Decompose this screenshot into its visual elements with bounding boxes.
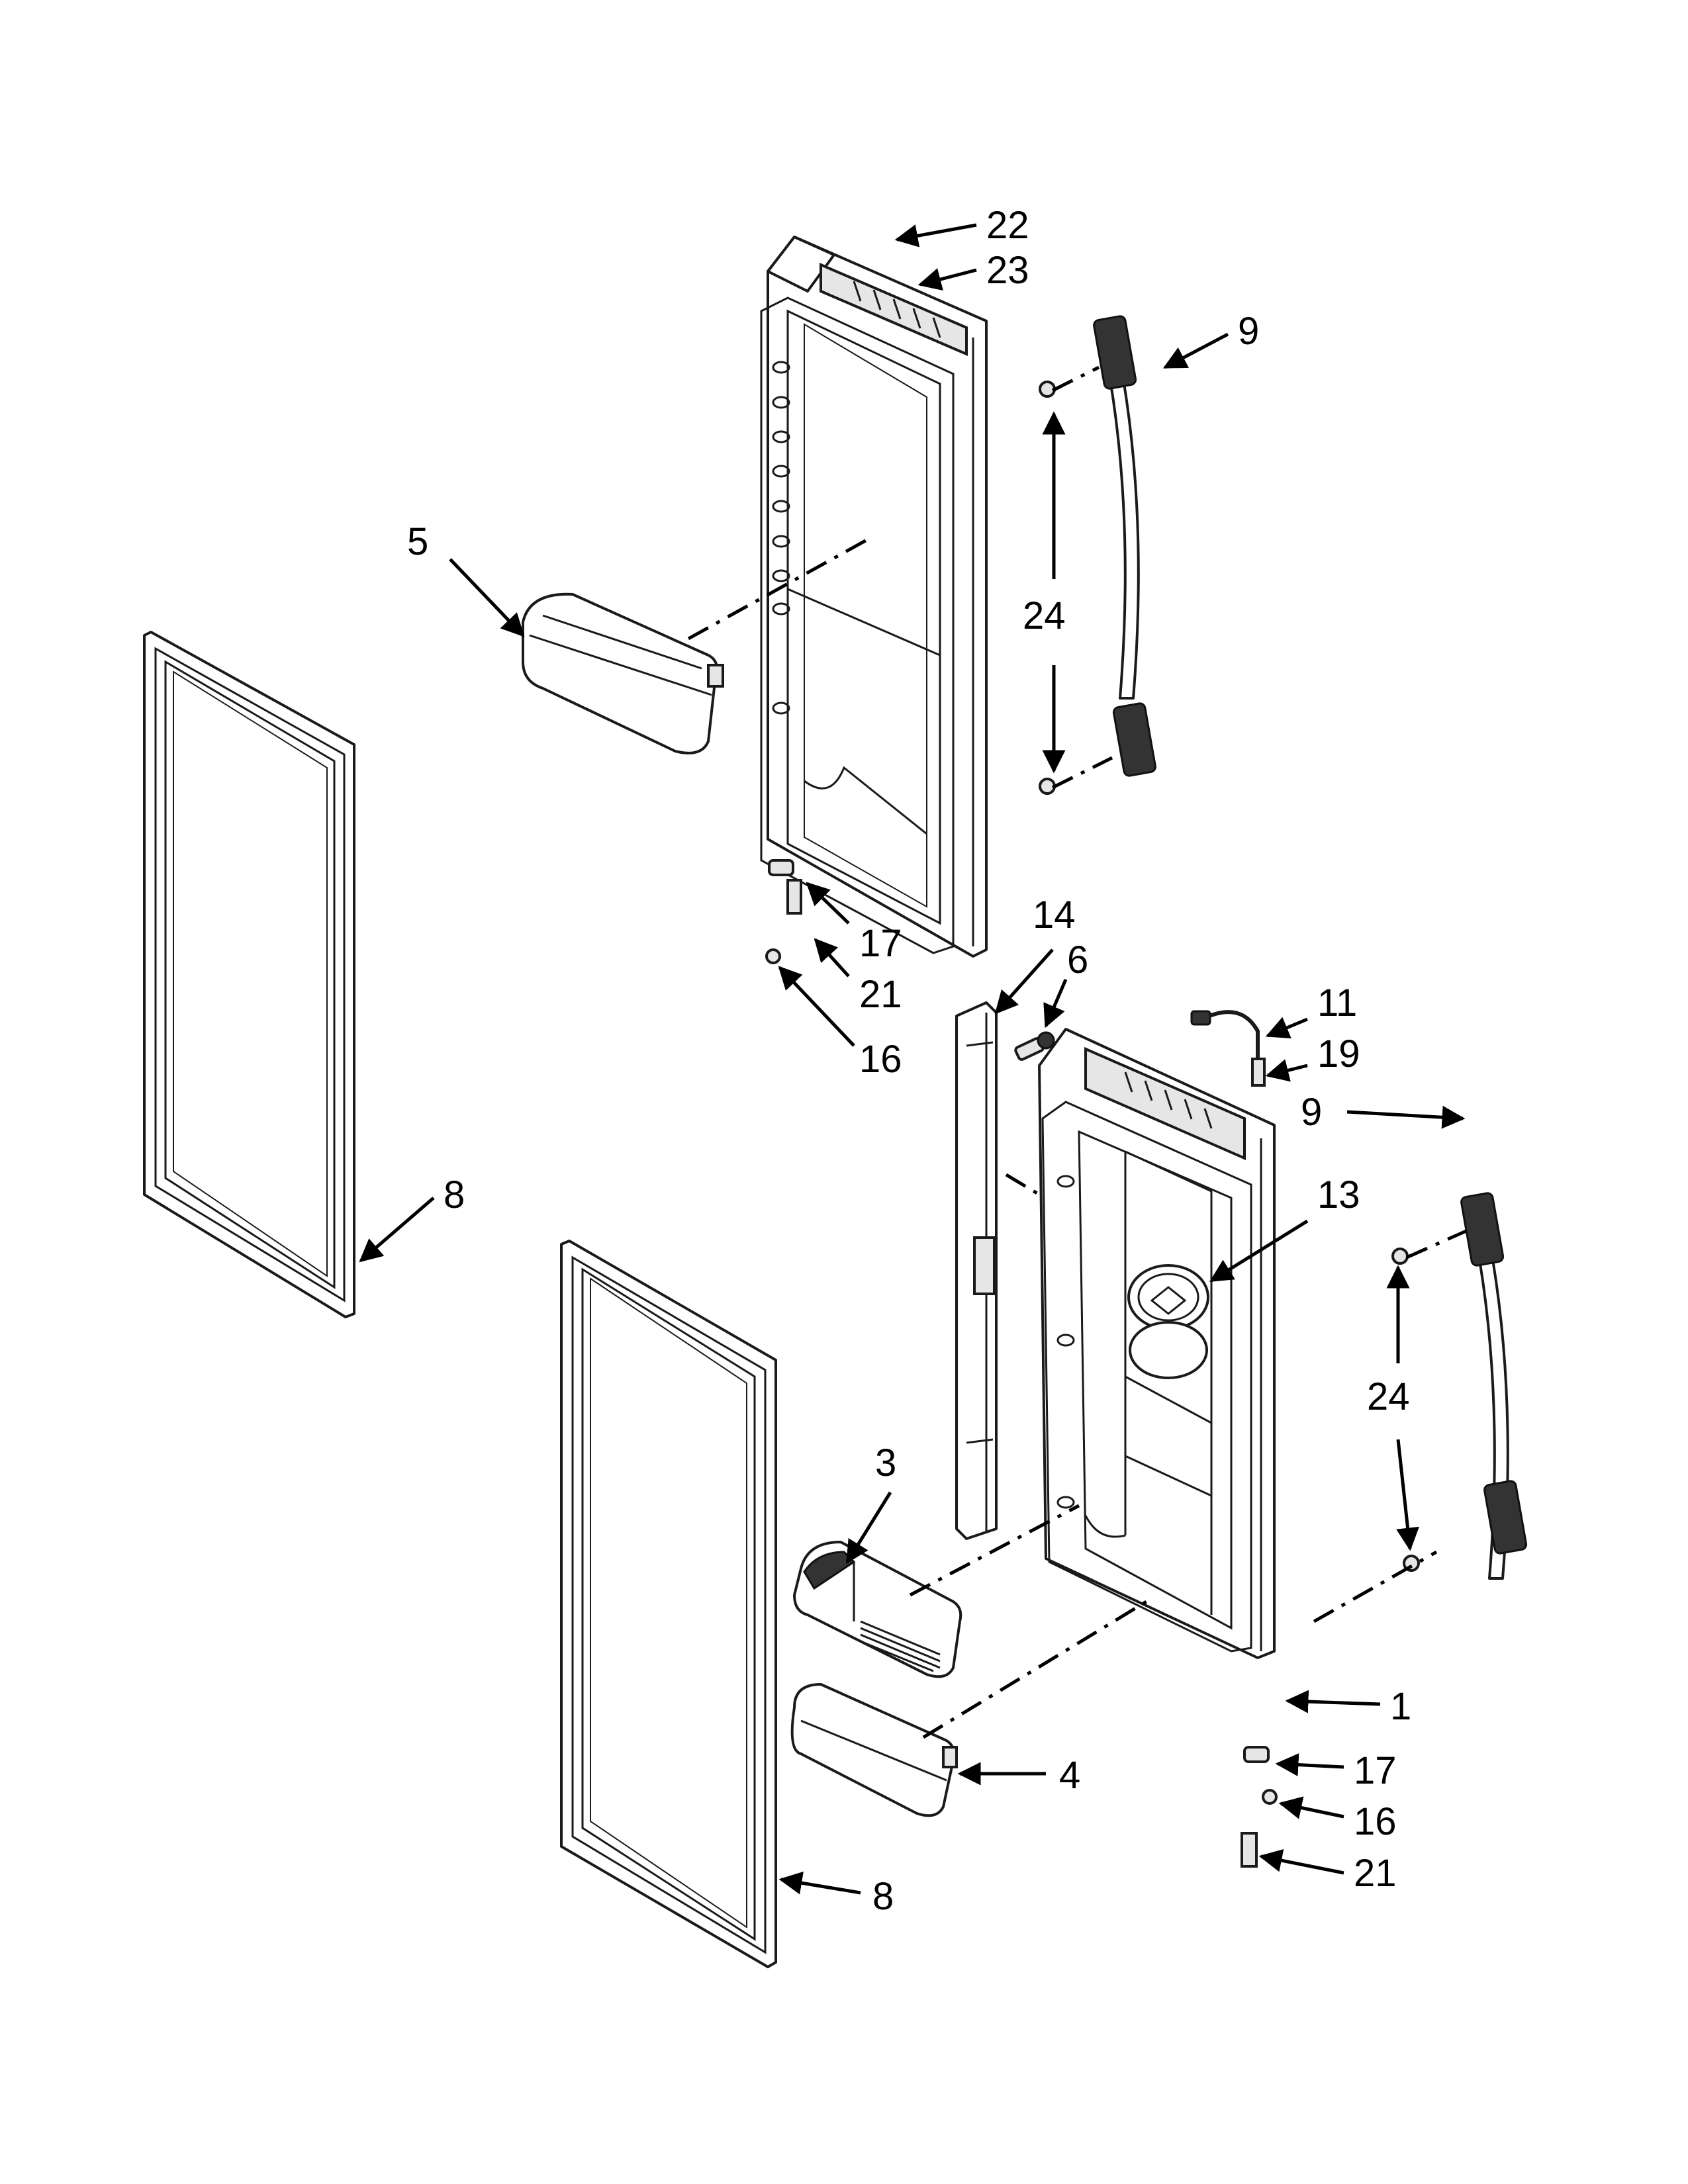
door-gasket-right [560,1240,777,1968]
callout-9-lower: 9 [1301,1091,1322,1134]
callout-21-lower: 21 [1354,1852,1397,1895]
callout-8-right: 8 [872,1875,894,1918]
water-tube-assembly [1190,1010,1266,1087]
callout-1: 1 [1390,1685,1411,1728]
callout-17-upper: 17 [859,922,902,965]
upper-door-liner [760,236,988,958]
callout-13: 13 [1317,1173,1360,1216]
door-bin-lower [790,1683,958,1817]
screw-6 [1014,1031,1055,1061]
callout-14: 14 [1033,893,1076,936]
callout-8-left: 8 [444,1173,465,1216]
door-assembly-right [1038,1028,1276,1659]
bin-vent-slots [860,1620,941,1672]
callout-22: 22 [986,204,1029,247]
alignment-lines [687,365,1468,1739]
door-bin-divided [793,1541,962,1678]
callout-24-upper: 24 [1023,594,1066,637]
callout-leaders [359,223,1466,1895]
callout-19: 19 [1317,1032,1360,1075]
callout-21-upper: 21 [859,973,902,1016]
callout-16-lower: 16 [1354,1800,1397,1843]
callout-9-upper: 9 [1238,310,1259,353]
callout-23: 23 [986,249,1029,292]
door-gasket-left [143,631,355,1318]
callout-11: 11 [1317,981,1357,1024]
callout-24-lower: 24 [1367,1375,1410,1418]
callout-6: 6 [1067,938,1088,981]
lower-door-handle [1391,1192,1528,1580]
upper-liner-shelf-dimples [772,361,790,715]
hinge-cover-strip [955,1001,998,1540]
door-bin-upper [522,592,724,754]
callout-5: 5 [407,520,428,563]
callout-labels: 22 23 9 5 24 17 21 16 14 6 11 19 9 13 8 … [407,204,1411,1918]
lower-hinge-hardware [1241,1746,1278,1868]
callout-16-upper: 16 [859,1038,902,1081]
callout-3: 3 [875,1441,896,1484]
upper-hinge-hardware [765,859,802,964]
callout-4: 4 [1059,1754,1080,1797]
callout-17-lower: 17 [1354,1749,1397,1792]
